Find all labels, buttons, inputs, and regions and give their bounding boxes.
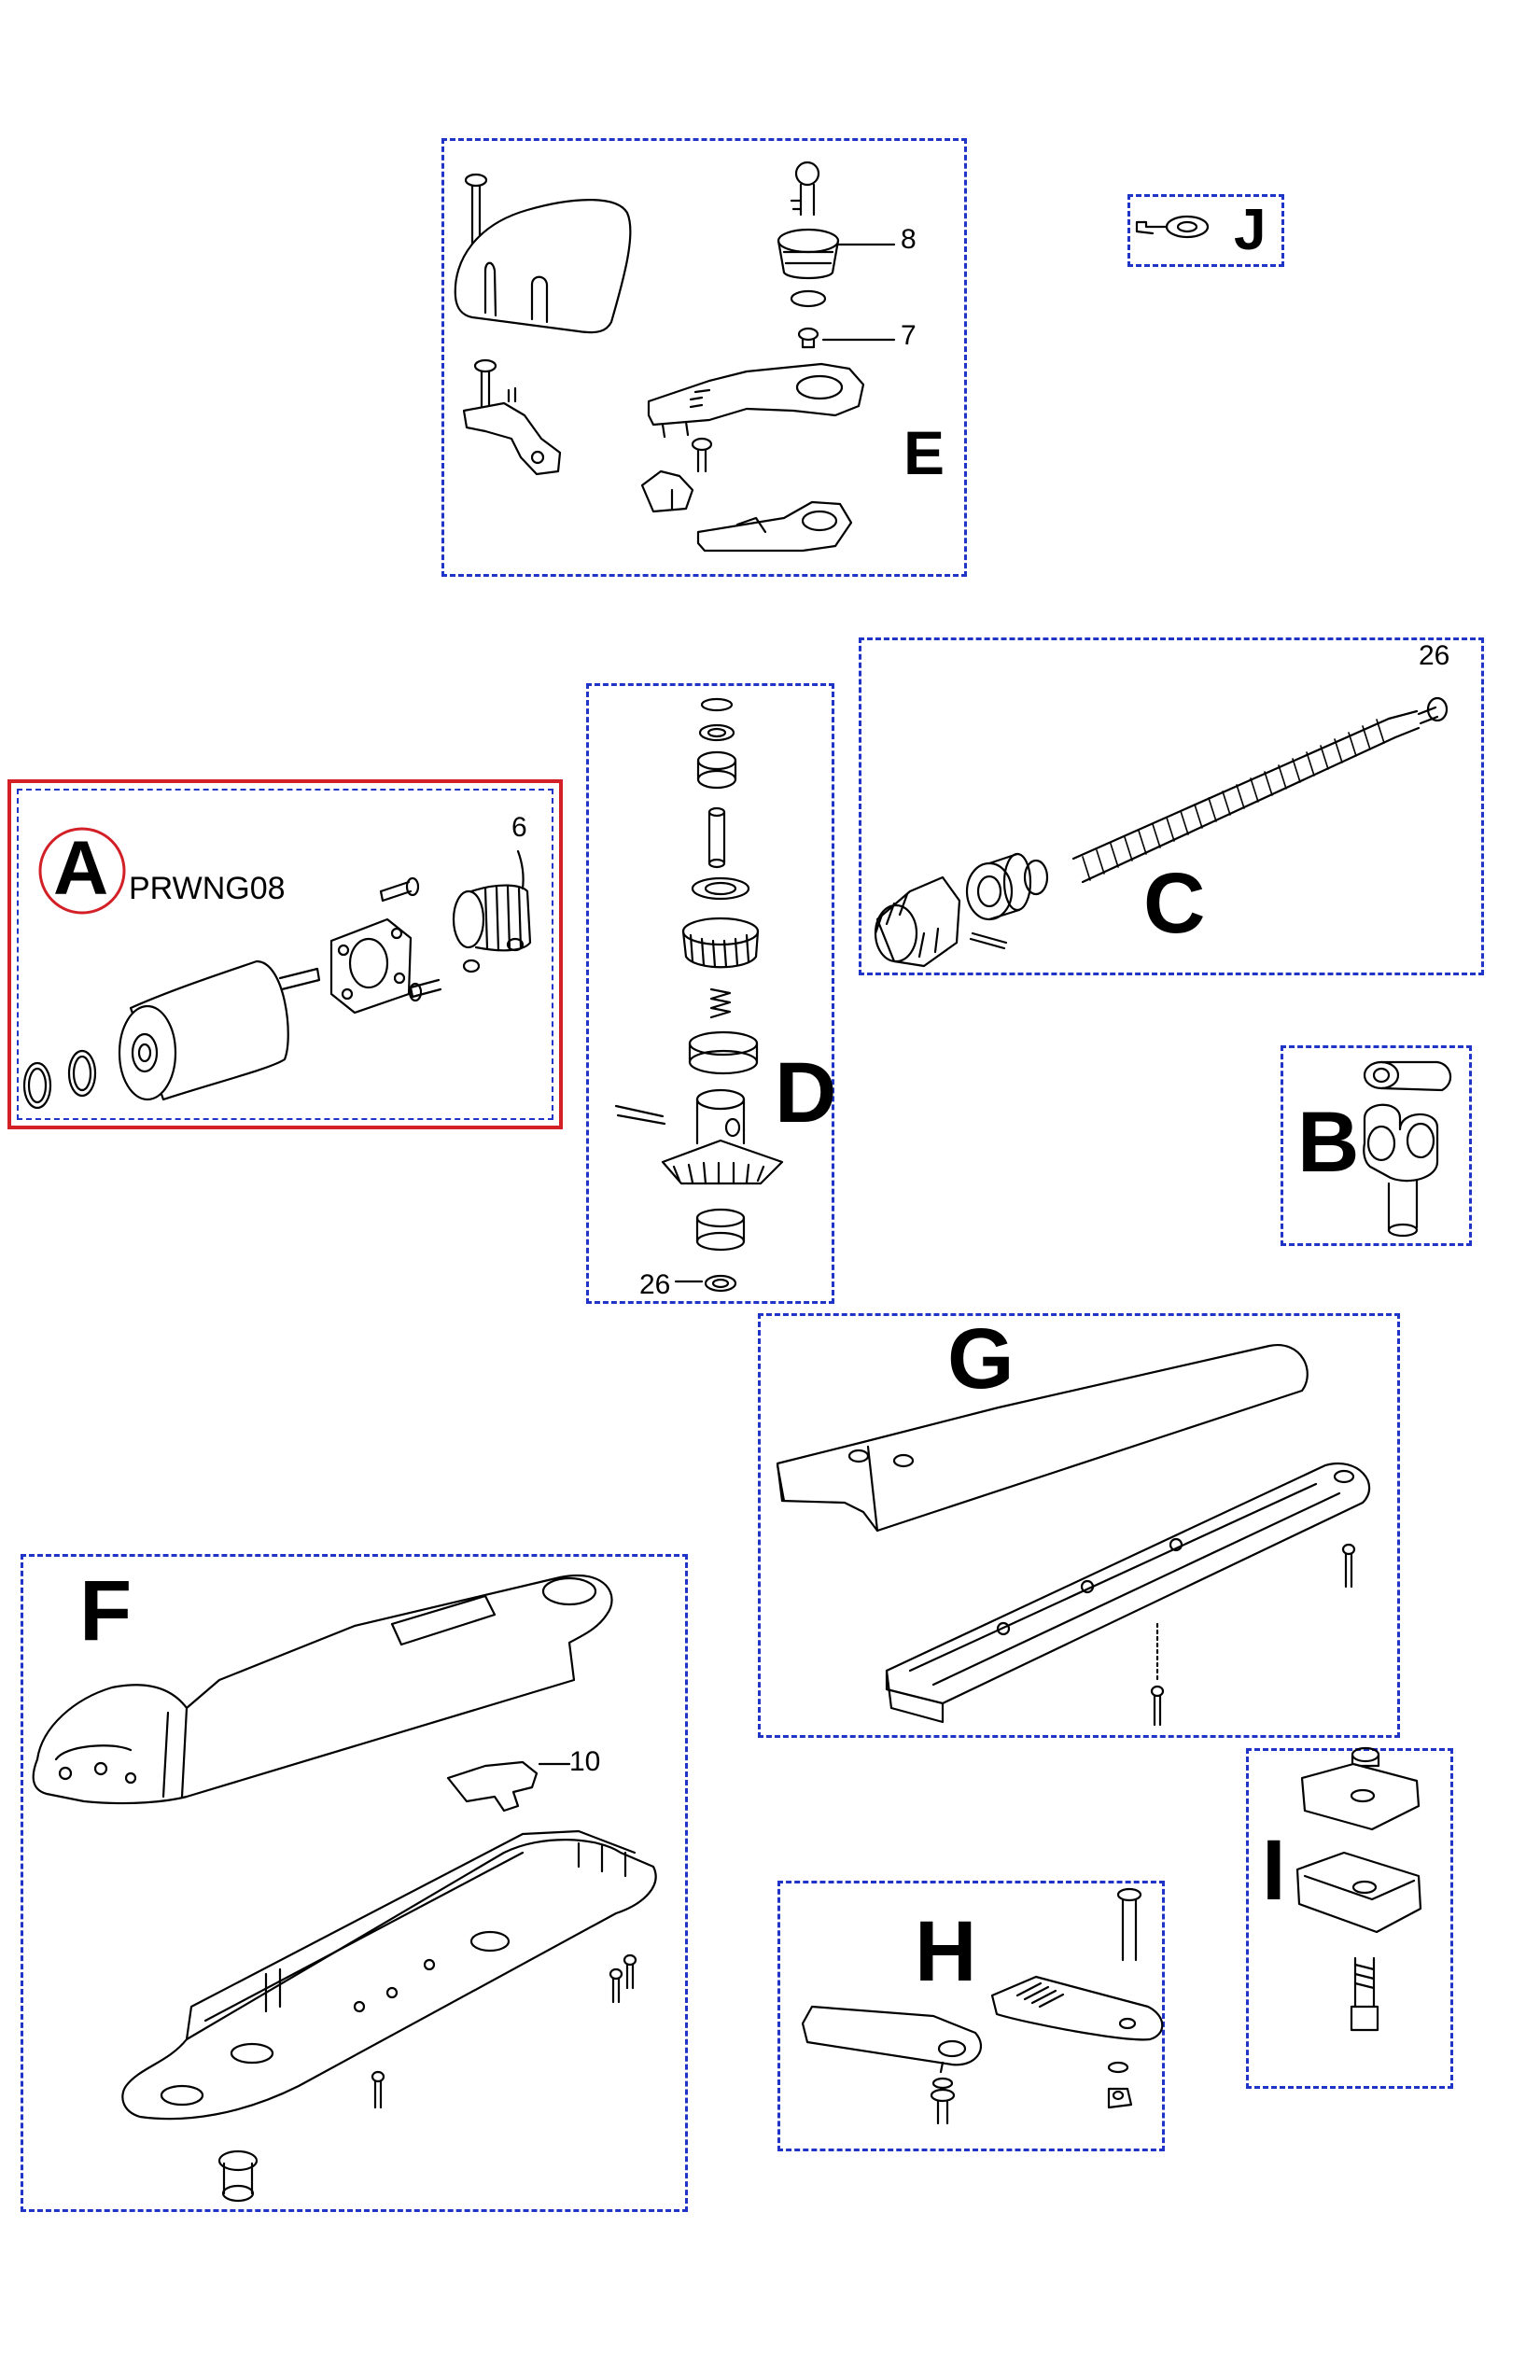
group-c-shaft-parts xyxy=(875,698,1447,966)
group-h-box[interactable] xyxy=(777,1881,1165,2151)
group-b-letter: B xyxy=(1297,1095,1360,1190)
group-d-box[interactable] xyxy=(586,683,834,1304)
group-g-letter: G xyxy=(947,1311,1015,1407)
group-d-stack-parts xyxy=(616,699,782,1291)
group-b-bracket xyxy=(1364,1062,1450,1236)
group-g-parts xyxy=(777,1345,1369,1725)
callout-6: 6 xyxy=(511,812,527,843)
callout-7: 7 xyxy=(901,320,917,351)
group-a-motor-parts xyxy=(24,829,530,1108)
group-d-letter: D xyxy=(775,1045,837,1141)
group-j-box[interactable] xyxy=(1127,194,1284,267)
group-b-box[interactable] xyxy=(1281,1045,1472,1246)
group-h-parts xyxy=(803,1889,1162,2123)
group-i-box[interactable] xyxy=(1246,1748,1453,2089)
callout-10: 10 xyxy=(569,1746,601,1777)
group-j-letter: J xyxy=(1234,198,1267,262)
group-e-letter: E xyxy=(903,418,945,487)
group-f-letter: F xyxy=(79,1563,133,1659)
group-g-box[interactable] xyxy=(758,1313,1400,1738)
group-c-box[interactable] xyxy=(859,637,1484,975)
callout-8: 8 xyxy=(901,224,917,255)
group-e-parts xyxy=(455,162,894,551)
group-a-box[interactable] xyxy=(7,779,563,1129)
group-f-parts xyxy=(34,1575,656,2201)
group-i-parts xyxy=(1297,1748,1421,2030)
group-i-letter: I xyxy=(1262,1823,1286,1918)
group-j-key xyxy=(1137,217,1208,237)
group-a-letter: A xyxy=(53,826,109,911)
group-h-letter: H xyxy=(915,1904,977,1999)
group-e-box[interactable] xyxy=(441,138,967,577)
callout-26-d: 26 xyxy=(639,1269,671,1300)
callout-26-c: 26 xyxy=(1419,640,1450,671)
group-f-box[interactable] xyxy=(21,1554,688,2212)
part-code-prwng08: PRWNG08 xyxy=(129,871,286,906)
group-c-letter: C xyxy=(1143,856,1206,951)
